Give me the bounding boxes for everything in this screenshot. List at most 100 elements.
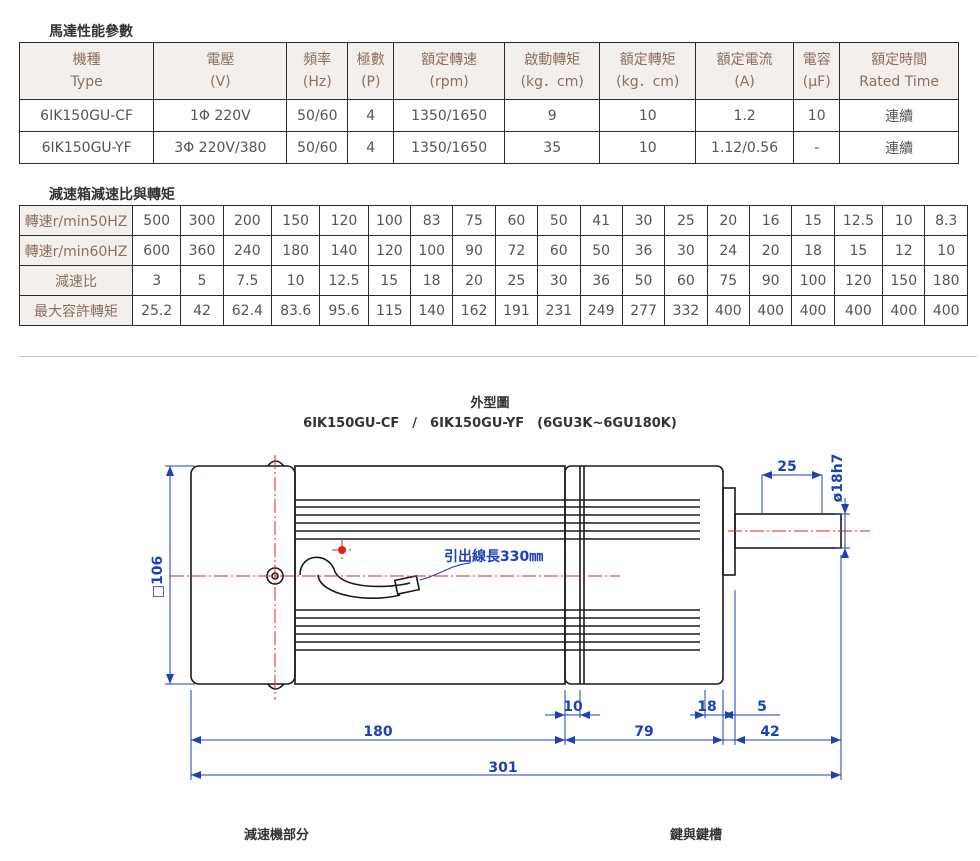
key-section-label: 鍵與鍵槽 — [670, 828, 723, 843]
spec-header-cell: 電容(μF) — [793, 42, 841, 100]
gearbox-body — [564, 465, 724, 685]
table-cell: 3Φ 220V/380 — [153, 131, 288, 164]
table-cell: 400 — [833, 295, 884, 326]
drawing-title: 外型圖 — [470, 396, 510, 411]
table-cell: 95.6 — [319, 295, 369, 326]
table-cell: 12 — [882, 235, 926, 266]
header-en: Type — [70, 74, 103, 90]
header-en: (P) — [361, 74, 381, 90]
table-cell: 10 — [599, 131, 697, 164]
table-cell: 100 — [409, 235, 454, 266]
dim-42: 42 — [760, 724, 779, 740]
dim-79: 79 — [634, 724, 653, 740]
table-cell: 1.12/0.56 — [695, 131, 795, 164]
header-zh: 啟動轉矩 — [524, 52, 581, 68]
table-cell: 150 — [882, 265, 926, 296]
table-cell: 400 — [748, 295, 793, 326]
header-zh: 額定時間 — [871, 52, 928, 68]
spec-header-cell: 頻率 (Hz) — [286, 42, 349, 100]
header-en: (A) — [734, 74, 755, 90]
dim-shaft-diameter: ø18h7 — [830, 454, 846, 503]
table-cell: 60 — [664, 265, 708, 296]
table-cell: 200 — [222, 205, 273, 236]
table-cell: 72 — [494, 235, 539, 266]
table-cell: 180 — [924, 265, 968, 296]
table-cell: 140 — [319, 235, 369, 266]
row-header: 減速比 — [19, 265, 133, 296]
table-cell: 6IK150GU-YF — [18, 131, 155, 164]
table-cell: 120 — [367, 235, 412, 266]
gearbox-section-label: 減速機部分 — [244, 828, 310, 843]
table-cell: 25.2 — [131, 295, 182, 326]
header-zh: 額定轉矩 — [619, 52, 676, 68]
spec-header-cell: 極數 (P) — [347, 42, 395, 100]
table-cell: 20 — [748, 235, 793, 266]
header-en: (Hz) — [302, 74, 332, 90]
table-cell: 400 — [706, 295, 751, 326]
table-cell: 83.6 — [270, 295, 321, 326]
table-cell: 35 — [503, 131, 601, 164]
dim-180: 180 — [363, 724, 392, 740]
row-header: 最大容許轉矩 — [19, 295, 133, 326]
header-zh: 頻率 — [303, 52, 332, 68]
header-en: (kg．cm) — [616, 74, 680, 90]
table-cell: 332 — [664, 295, 708, 326]
table-cell: 15 — [791, 205, 835, 236]
motor-body — [294, 465, 566, 685]
table-cell: 400 — [882, 295, 926, 326]
lead-wire — [299, 556, 411, 588]
table-cell: 150 — [270, 205, 321, 236]
table-cell: 4 — [347, 131, 395, 164]
table-cell: 41 — [579, 205, 623, 236]
header-zh: 極數 — [356, 52, 385, 68]
table-cell: 191 — [494, 295, 539, 326]
table-cell: 10 — [924, 235, 968, 266]
table-cell: 400 — [924, 295, 968, 326]
table-cell: 120 — [319, 205, 369, 236]
dim-10: 10 — [563, 699, 583, 715]
table-cell: 360 — [180, 235, 224, 266]
table-cell: 162 — [452, 295, 496, 326]
drawing-subtitle: 6IK150GU-CF / 6IK150GU-YF (6GU3K~6GU180K… — [303, 416, 677, 431]
divider — [19, 356, 977, 357]
table-cell: 18 — [791, 235, 835, 266]
table-cell: 75 — [452, 205, 496, 236]
spec-section-title: 馬達性能參數 — [49, 24, 133, 40]
motor-end-cover — [190, 465, 296, 685]
table-cell: 140 — [409, 295, 454, 326]
row-header: 轉速r/min60HZ — [19, 235, 133, 266]
table-cell: 連續 — [839, 131, 959, 164]
table-cell: 50 — [621, 265, 666, 296]
header-en: (μF) — [802, 74, 831, 90]
header-zh: 電壓 — [206, 52, 235, 68]
spec-header-cell: 電壓(V) — [153, 42, 288, 100]
table-cell: 10 — [882, 205, 926, 236]
table-cell: 25 — [664, 205, 708, 236]
table-cell: 90 — [452, 235, 496, 266]
table-cell: 90 — [748, 265, 793, 296]
header-zh: 額定電流 — [716, 52, 773, 68]
spec-header-cell: 啟動轉矩 (kg．cm) — [503, 42, 601, 100]
table-cell: 83 — [409, 205, 454, 236]
dim-25: 25 — [777, 459, 796, 475]
table-cell: 50/60 — [286, 131, 349, 164]
header-en: (kg．cm) — [520, 74, 584, 90]
table-cell: 12.5 — [319, 265, 369, 296]
table-cell: 100 — [791, 265, 835, 296]
dim-5: 5 — [757, 699, 767, 715]
table-cell: 100 — [367, 205, 412, 236]
table-cell: 42 — [180, 295, 224, 326]
table-cell: 1350/1650 — [393, 131, 505, 164]
header-en: (rpm) — [429, 74, 469, 90]
header-zh: 機種 — [72, 52, 101, 68]
table-cell: 50 — [537, 205, 581, 236]
